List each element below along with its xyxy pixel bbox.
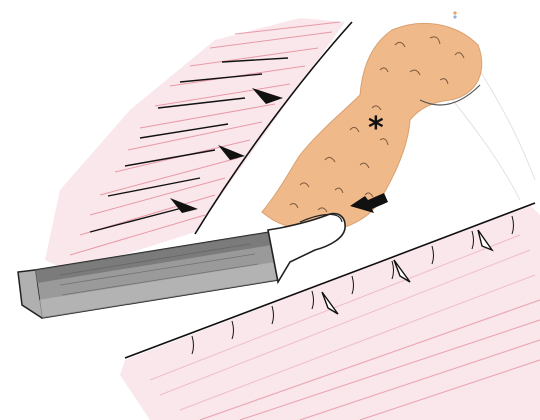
asterisk-marker: * (368, 111, 384, 146)
